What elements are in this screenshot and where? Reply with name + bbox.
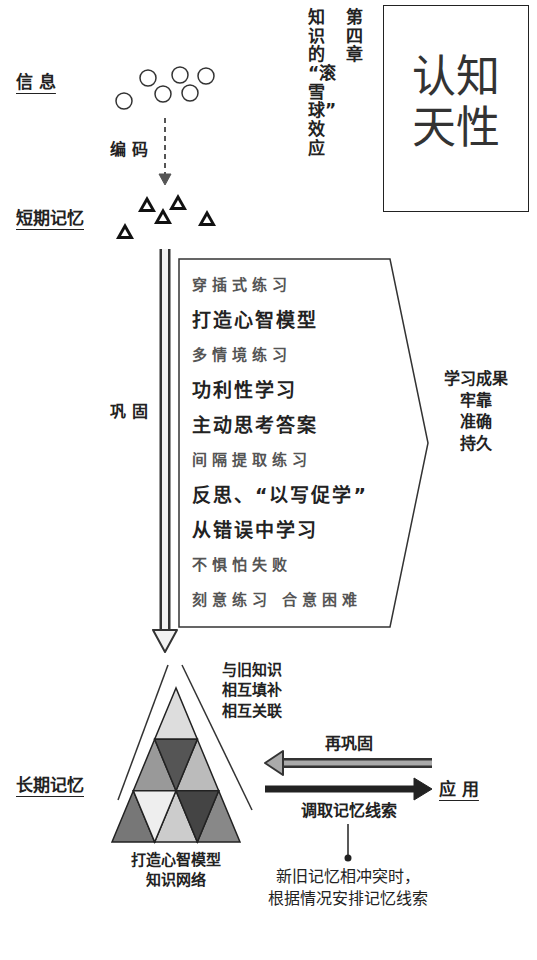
- stage-label: 信 息: [16, 68, 56, 93]
- method-item: 从错误中学习: [192, 513, 318, 548]
- method-item-faint: 不惧怕失败: [192, 548, 292, 583]
- arrow-shaft-inner: [162, 249, 168, 631]
- text-slot: 不惧怕失败: [192, 548, 430, 583]
- chapter-heading: 第四章: [346, 8, 363, 64]
- edge-label: 再巩固: [322, 730, 376, 754]
- text-slot: 短期记忆: [16, 204, 84, 229]
- arrow-head: [414, 778, 432, 800]
- text-slot: 第四章: [346, 8, 363, 64]
- stage-label: 短期记忆: [16, 204, 84, 229]
- stage-label: 长期记忆: [16, 771, 84, 796]
- outcome-note: 学习成果 牢靠 准确 持久: [438, 368, 514, 454]
- arrow-shaft-inner: [282, 761, 432, 766]
- text-slot: 巩 固: [107, 398, 151, 422]
- arrow-shaft: [282, 758, 432, 768]
- text-slot: 调取记忆线索: [298, 797, 400, 821]
- method-item-faint: 穿插式练习: [192, 268, 292, 303]
- method-item-faint: 刻意练习 合意困难: [192, 583, 362, 618]
- text-slot: 功利性学习: [192, 373, 430, 408]
- pyramid-caption: 打造心智模型 知识网络: [116, 850, 236, 891]
- memory-triangles: [116, 194, 216, 239]
- text-slot: 知识的“滚雪球”效应: [308, 8, 325, 158]
- text-slot: 主动思考答案: [192, 408, 430, 443]
- text-slot: 长期记忆: [16, 771, 84, 796]
- text-slot: 打造心智模型: [192, 303, 430, 338]
- arrow-head: [265, 751, 283, 775]
- text-slot: 穿插式练习: [192, 268, 430, 303]
- arrow-head: [153, 630, 177, 652]
- text-slot: 应 用: [439, 775, 479, 800]
- method-item-faint: 间隔提取练习: [192, 443, 312, 478]
- edge-label: 巩 固: [107, 398, 151, 422]
- link-note: 与旧知识 相互填补 相互关联: [213, 660, 291, 721]
- method-item: 打造心智模型: [192, 303, 318, 338]
- text-slot: 再巩固: [322, 730, 376, 754]
- text-slot: 从错误中学习: [192, 513, 430, 548]
- stage-label: 应 用: [439, 775, 479, 800]
- info-circles: [116, 67, 214, 109]
- method-item: 功利性学习: [192, 373, 297, 408]
- flow-arrow: [153, 249, 177, 652]
- method-box: 穿插式练习打造心智模型多情境练习功利性学习主动思考答案间隔提取练习反思、“以写促…: [178, 258, 430, 628]
- text-column: 穿插式练习打造心智模型多情境练习功利性学习主动思考答案间隔提取练习反思、“以写促…: [178, 258, 430, 628]
- text-slot: 刻意练习 合意困难: [192, 583, 430, 618]
- edge-label: 编 码: [107, 136, 151, 160]
- text-slot: 新旧记忆相冲突时， 根据情况安排记忆线索: [258, 866, 438, 909]
- stage-info: 信 息: [10, 60, 215, 115]
- method-item: 主动思考答案: [192, 408, 318, 443]
- text-slot: 打造心智模型 知识网络: [116, 850, 236, 891]
- book-cover: 第四章知识的“滚雪球”效应认知天性: [383, 5, 529, 212]
- flow-arrow: [265, 751, 432, 775]
- arrow-shaft: [164, 118, 166, 175]
- pentagon-border: [179, 259, 428, 627]
- text-slot: 间隔提取练习: [192, 443, 430, 478]
- chapter-heading: 知识的“滚雪球”效应: [308, 8, 325, 158]
- stage-application: 应 用: [435, 772, 483, 803]
- conflict-note: 新旧记忆相冲突时， 根据情况安排记忆线索: [258, 866, 438, 909]
- text-slot: 信 息: [16, 68, 56, 93]
- text-slot: 学习成果 牢靠 准确 持久: [438, 368, 514, 454]
- method-item: 反思、“以写促学”: [192, 478, 368, 513]
- edge-label: 调取记忆线索: [298, 797, 400, 821]
- arrow-shaft: [160, 249, 171, 631]
- arrow-shaft: [265, 786, 415, 793]
- text-slot: 与旧知识 相互填补 相互关联: [213, 660, 291, 721]
- text-slot: 多情境练习: [192, 338, 430, 373]
- flow-arrow: [159, 118, 171, 185]
- text-slot: 编 码: [107, 136, 151, 160]
- stage-short-term: 短期记忆: [10, 188, 225, 246]
- method-item-faint: 多情境练习: [192, 338, 292, 373]
- book-title: 认知天性: [412, 52, 500, 153]
- arrow-head: [159, 174, 171, 185]
- text-slot: 反思、“以写促学”: [192, 478, 430, 513]
- text-slot: 认知天性: [384, 52, 528, 153]
- leader-line: [345, 824, 352, 862]
